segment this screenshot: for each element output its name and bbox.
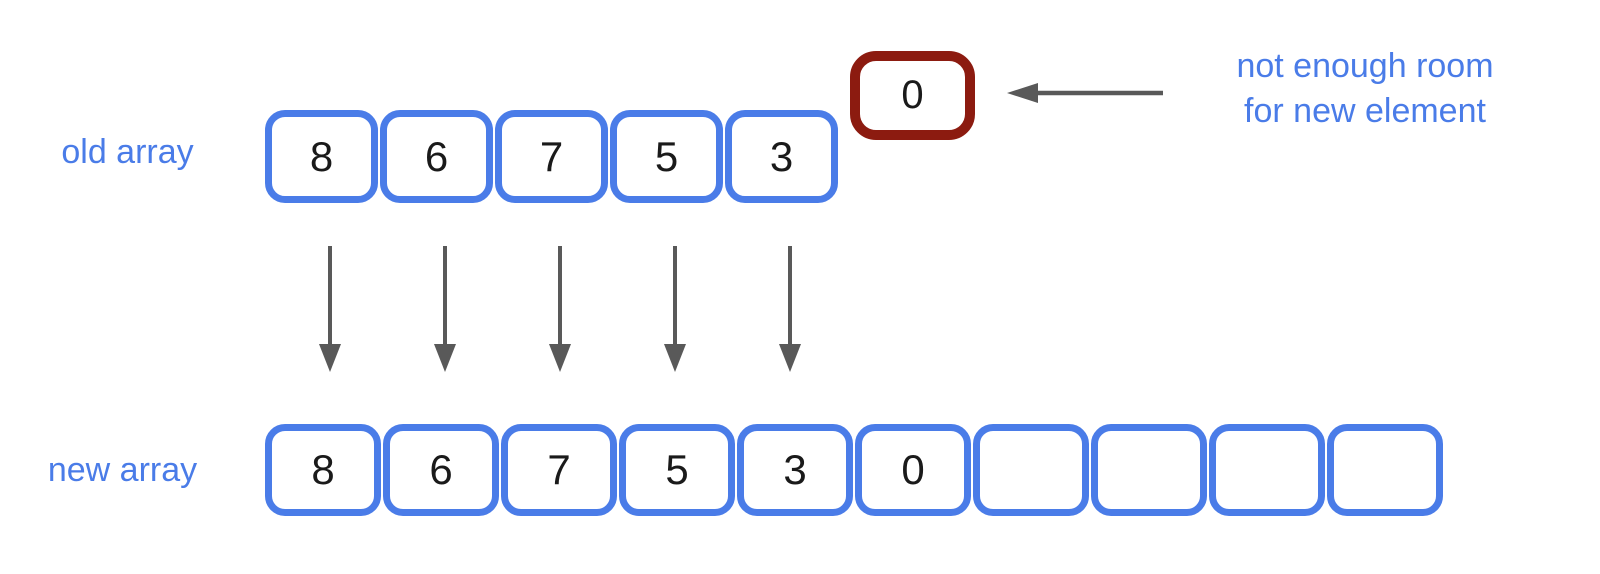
old-array-cell: 3 xyxy=(725,110,838,203)
old-array-cell: 6 xyxy=(380,110,493,203)
new-array-cell: 0 xyxy=(855,424,971,516)
down-arrow-head xyxy=(549,344,571,372)
down-arrow-icon xyxy=(434,246,456,372)
cell-value: 0 xyxy=(901,446,925,493)
cell-value: 7 xyxy=(547,446,571,493)
down-arrow-head xyxy=(319,344,341,372)
down-arrow-icon xyxy=(319,246,341,372)
cell-value: 5 xyxy=(654,132,679,180)
down-arrow-icon xyxy=(664,246,686,372)
cell-value: 6 xyxy=(424,132,449,180)
cell-value: 3 xyxy=(769,132,794,180)
new-array-row: 8 6 7 5 3 0 xyxy=(265,424,1443,516)
new-array-cell: 8 xyxy=(265,424,381,516)
old-array-cell: 7 xyxy=(495,110,608,203)
overflow-element-box: 0 xyxy=(850,51,975,140)
new-array-cell: 5 xyxy=(619,424,735,516)
cell-value: 8 xyxy=(311,446,335,493)
down-arrow-icon xyxy=(779,246,801,372)
cell-value: 6 xyxy=(429,446,453,493)
new-array-cell xyxy=(1091,424,1207,516)
down-arrow-head xyxy=(434,344,456,372)
annotation-line-2: for new element xyxy=(1244,92,1486,130)
overflow-element-value: 0 xyxy=(901,73,924,117)
cell-value: 8 xyxy=(309,132,334,180)
left-arrow-icon xyxy=(1007,83,1163,103)
cell-value: 7 xyxy=(539,132,564,180)
old-array-label: old array xyxy=(61,133,194,171)
down-arrow-head xyxy=(779,344,801,372)
new-array-cell xyxy=(1209,424,1325,516)
left-arrow-head xyxy=(1007,83,1038,103)
cell-value: 3 xyxy=(783,446,807,493)
new-array-cell: 7 xyxy=(501,424,617,516)
new-array-cell: 3 xyxy=(737,424,853,516)
down-arrow-icon xyxy=(549,246,571,372)
cell-value: 5 xyxy=(665,446,689,493)
old-array-row: 8 6 7 5 3 xyxy=(265,110,838,203)
new-array-cell: 6 xyxy=(383,424,499,516)
annotation-line-1: not enough room xyxy=(1236,47,1494,85)
old-array-cell: 8 xyxy=(265,110,378,203)
new-array-cell xyxy=(1327,424,1443,516)
annotation-text: not enough room for new element xyxy=(1195,44,1535,134)
new-array-label: new array xyxy=(47,451,198,489)
old-array-cell: 5 xyxy=(610,110,723,203)
down-arrow-head xyxy=(664,344,686,372)
new-array-cell xyxy=(973,424,1089,516)
